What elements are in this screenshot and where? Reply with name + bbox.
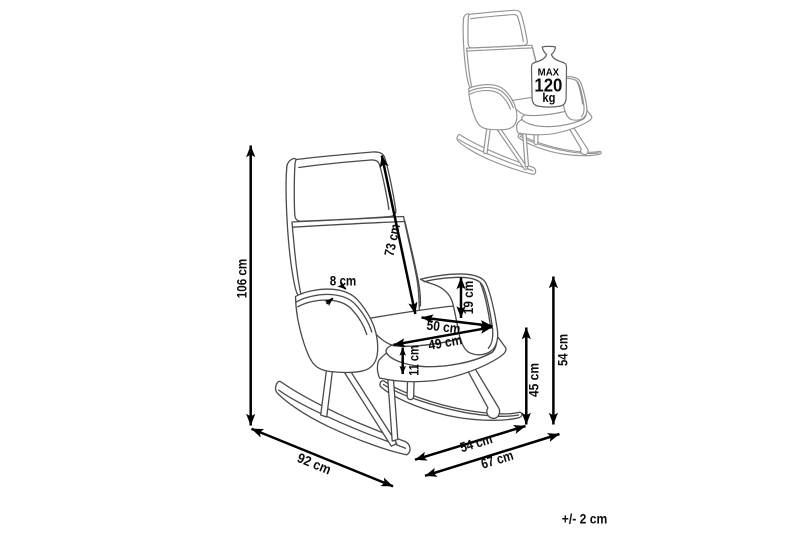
svg-text:73 cm: 73 cm [382, 223, 403, 258]
svg-text:kg: kg [542, 90, 555, 105]
svg-text:11 cm: 11 cm [407, 345, 422, 376]
svg-text:106 cm: 106 cm [235, 259, 250, 299]
svg-text:49 cm: 49 cm [427, 332, 463, 353]
svg-text:+/- 2 cm: +/- 2 cm [562, 512, 608, 527]
svg-text:8 cm: 8 cm [330, 274, 357, 289]
svg-text:54 cm: 54 cm [556, 334, 571, 366]
svg-text:120: 120 [534, 75, 562, 96]
svg-text:19 cm: 19 cm [461, 281, 476, 315]
svg-text:50 cm: 50 cm [426, 318, 462, 337]
svg-text:MAX: MAX [538, 68, 560, 79]
svg-text:45 cm: 45 cm [527, 363, 542, 397]
